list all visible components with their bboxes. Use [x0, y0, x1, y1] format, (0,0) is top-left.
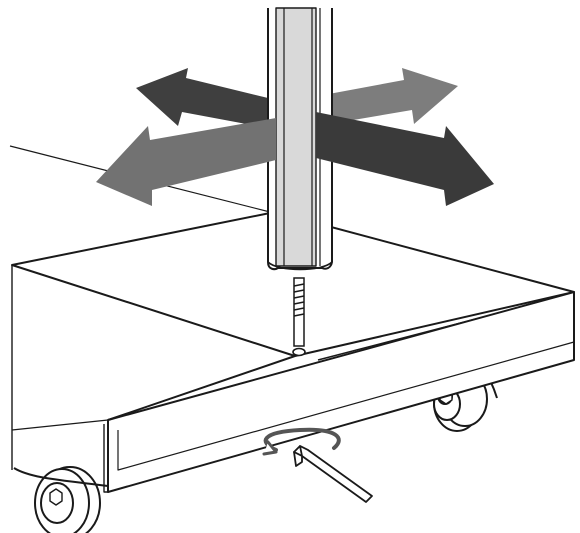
- base-plate: [11, 211, 575, 493]
- arrow-front-right-icon: [316, 112, 494, 206]
- direction-arrows-back: [136, 68, 458, 128]
- allen-key-icon: [293, 445, 373, 503]
- rotation-arrow-icon: [262, 427, 341, 456]
- threaded-bolt: [292, 277, 306, 357]
- arrow-front-left-icon: [96, 118, 276, 206]
- arrow-back-left-icon: [136, 68, 268, 128]
- vertical-column: [267, 7, 333, 271]
- arrow-back-right-icon: [318, 68, 458, 126]
- caster-wheel-left: [13, 466, 109, 533]
- direction-arrows-front: [96, 112, 494, 206]
